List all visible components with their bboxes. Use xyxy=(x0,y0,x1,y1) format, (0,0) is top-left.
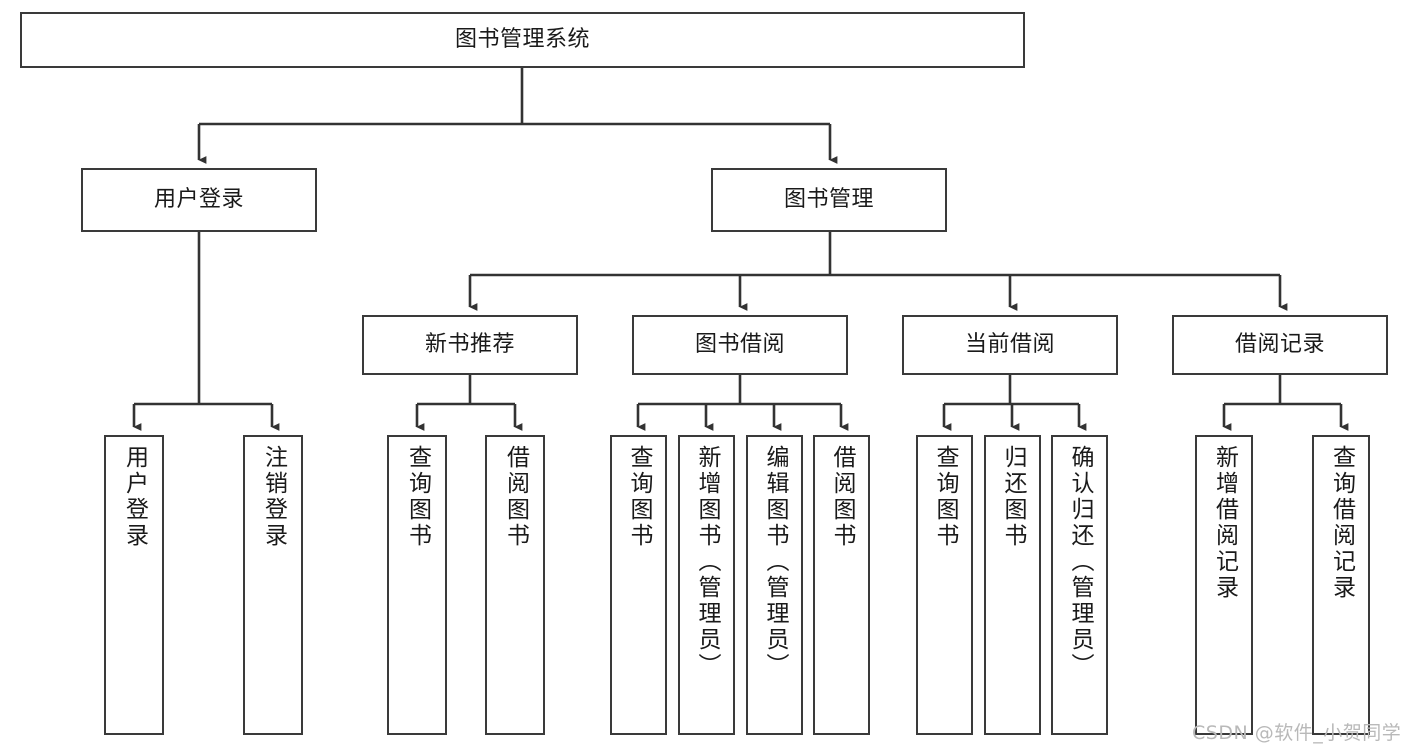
node-new-book-recommend[interactable]: 新书推荐 xyxy=(362,315,578,375)
node-current-borrow[interactable]: 当前借阅 xyxy=(902,315,1118,375)
node-book-borrow[interactable]: 图书借阅 xyxy=(632,315,848,375)
node-leaf-borrow-book-recommend[interactable]: 借阅图书 xyxy=(485,435,545,735)
node-label: 查询图书 xyxy=(626,445,652,549)
node-label: 借阅图书 xyxy=(829,445,855,549)
node-label: 借阅图书 xyxy=(502,445,529,549)
node-leaf-query-borrow-record[interactable]: 查询借阅记录 xyxy=(1312,435,1370,735)
node-label: 查询借阅记录 xyxy=(1328,445,1355,601)
node-label: 确认归还（管理员） xyxy=(1067,445,1093,679)
node-leaf-query-book-recommend[interactable]: 查询图书 xyxy=(387,435,447,735)
csdn-watermark: CSDN @软件_小贺同学 xyxy=(1192,722,1402,744)
node-label: 编辑图书（管理员） xyxy=(762,445,788,679)
node-label: 新书推荐 xyxy=(424,332,515,358)
node-label: 注销登录 xyxy=(260,445,287,549)
node-leaf-query-book-borrow[interactable]: 查询图书 xyxy=(610,435,667,735)
node-label: 查询图书 xyxy=(404,445,431,549)
node-leaf-user-login[interactable]: 用户登录 xyxy=(104,435,164,735)
node-root-system[interactable]: 图书管理系统 xyxy=(20,12,1025,68)
node-label: 图书借阅 xyxy=(694,332,785,358)
node-leaf-add-book-admin[interactable]: 新增图书（管理员） xyxy=(678,435,735,735)
node-leaf-borrow-book[interactable]: 借阅图书 xyxy=(813,435,870,735)
node-leaf-confirm-return-admin[interactable]: 确认归还（管理员） xyxy=(1051,435,1108,735)
node-label: 图书管理 xyxy=(783,187,874,213)
node-label: 图书管理系统 xyxy=(454,27,590,53)
node-label: 新增借阅记录 xyxy=(1211,445,1238,601)
node-user-login[interactable]: 用户登录 xyxy=(81,168,317,232)
node-book-management[interactable]: 图书管理 xyxy=(711,168,947,232)
node-leaf-user-logout[interactable]: 注销登录 xyxy=(243,435,303,735)
node-label: 归还图书 xyxy=(1000,445,1026,549)
node-leaf-query-book-current[interactable]: 查询图书 xyxy=(916,435,973,735)
node-label: 当前借阅 xyxy=(964,332,1055,358)
node-borrow-record[interactable]: 借阅记录 xyxy=(1172,315,1388,375)
node-label: 用户登录 xyxy=(121,445,148,549)
node-label: 用户登录 xyxy=(153,187,244,213)
node-leaf-add-borrow-record[interactable]: 新增借阅记录 xyxy=(1195,435,1253,735)
node-leaf-edit-book-admin[interactable]: 编辑图书（管理员） xyxy=(746,435,803,735)
node-label: 借阅记录 xyxy=(1234,332,1325,358)
node-label: 新增图书（管理员） xyxy=(694,445,720,679)
node-label: 查询图书 xyxy=(932,445,958,549)
node-leaf-return-book[interactable]: 归还图书 xyxy=(984,435,1041,735)
